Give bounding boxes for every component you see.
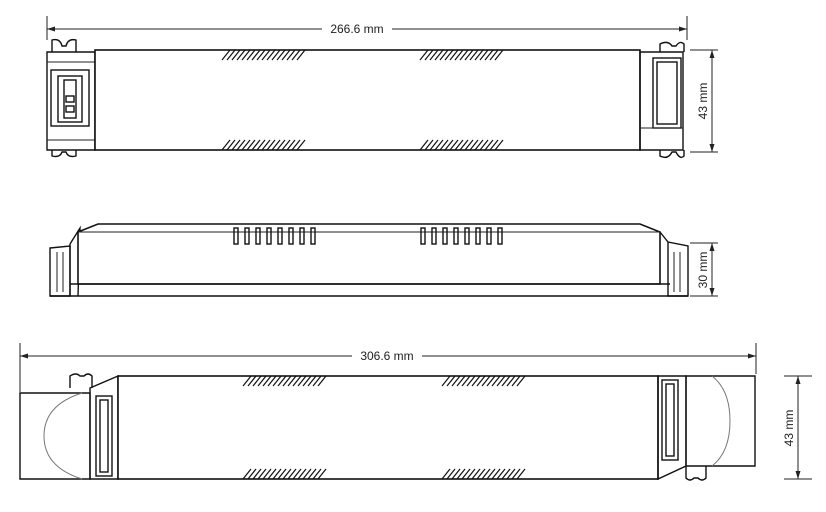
right-mount-ear-top xyxy=(659,41,685,52)
vents-top-lower-right xyxy=(419,139,504,151)
left-mount-ear-top xyxy=(51,38,77,52)
length-label-top: 266.6 mm xyxy=(330,22,383,36)
width-dimension-top: 43 mm xyxy=(690,49,718,153)
left-end-cap xyxy=(46,51,96,151)
left-cover-arc xyxy=(43,392,83,480)
left-terminal-cover xyxy=(19,392,91,480)
left-mount-ear-bottom xyxy=(51,150,77,158)
vents-top-upper-left xyxy=(221,49,306,61)
right-cover-arc xyxy=(711,375,731,467)
right-terminal-long-inner xyxy=(665,383,675,457)
right-mount-ear-long xyxy=(685,466,707,481)
vents-long-lower-right xyxy=(441,468,526,480)
vents-side-left xyxy=(233,227,316,245)
width-label-long: 43 mm xyxy=(782,410,796,447)
left-mount-ear-long xyxy=(69,373,93,388)
vents-long-lower-left xyxy=(242,468,327,480)
length-label-long: 306.6 mm xyxy=(360,349,413,363)
vents-side-right xyxy=(420,227,503,245)
length-dimension-top: 266.6 mm xyxy=(46,16,688,40)
vents-long-upper-right xyxy=(441,375,526,387)
housing-body-top xyxy=(94,49,641,151)
right-terminal-long xyxy=(661,379,679,461)
vents-top-upper-right xyxy=(419,49,504,61)
left-terminal-long xyxy=(95,395,113,477)
top-view-long: 306.6 mm 43 mm xyxy=(19,343,812,481)
width-label-top: 43 mm xyxy=(696,83,710,120)
vents-long-upper-left xyxy=(242,375,327,387)
terminal-slot-frame xyxy=(63,79,77,119)
height-dimension-side: 30 mm xyxy=(690,242,718,297)
side-view: 30 mm xyxy=(49,223,718,297)
right-terminal-inner xyxy=(656,61,678,125)
height-label-side: 30 mm xyxy=(696,252,710,289)
left-terminal-long-inner xyxy=(99,399,109,473)
length-dimension-long: 306.6 mm xyxy=(19,343,757,392)
left-terminal-inner xyxy=(57,75,83,123)
left-terminal-block xyxy=(50,69,90,127)
right-end-cap xyxy=(639,51,684,151)
side-left-end-cap xyxy=(49,245,71,297)
right-mount-ear-bottom xyxy=(659,150,685,159)
right-terminal-cover xyxy=(685,375,756,467)
left-end-cap-long xyxy=(89,374,119,480)
width-dimension-long: 43 mm xyxy=(782,375,812,480)
side-right-end-cap xyxy=(659,231,689,297)
housing-body-side xyxy=(77,223,661,285)
housing-body-long xyxy=(117,375,659,480)
terminal-slot-2 xyxy=(65,105,75,113)
top-view-short: 266.6 mm 43 mm xyxy=(46,16,718,159)
vents-top-lower-left xyxy=(221,139,306,151)
terminal-slot-1 xyxy=(65,95,75,103)
